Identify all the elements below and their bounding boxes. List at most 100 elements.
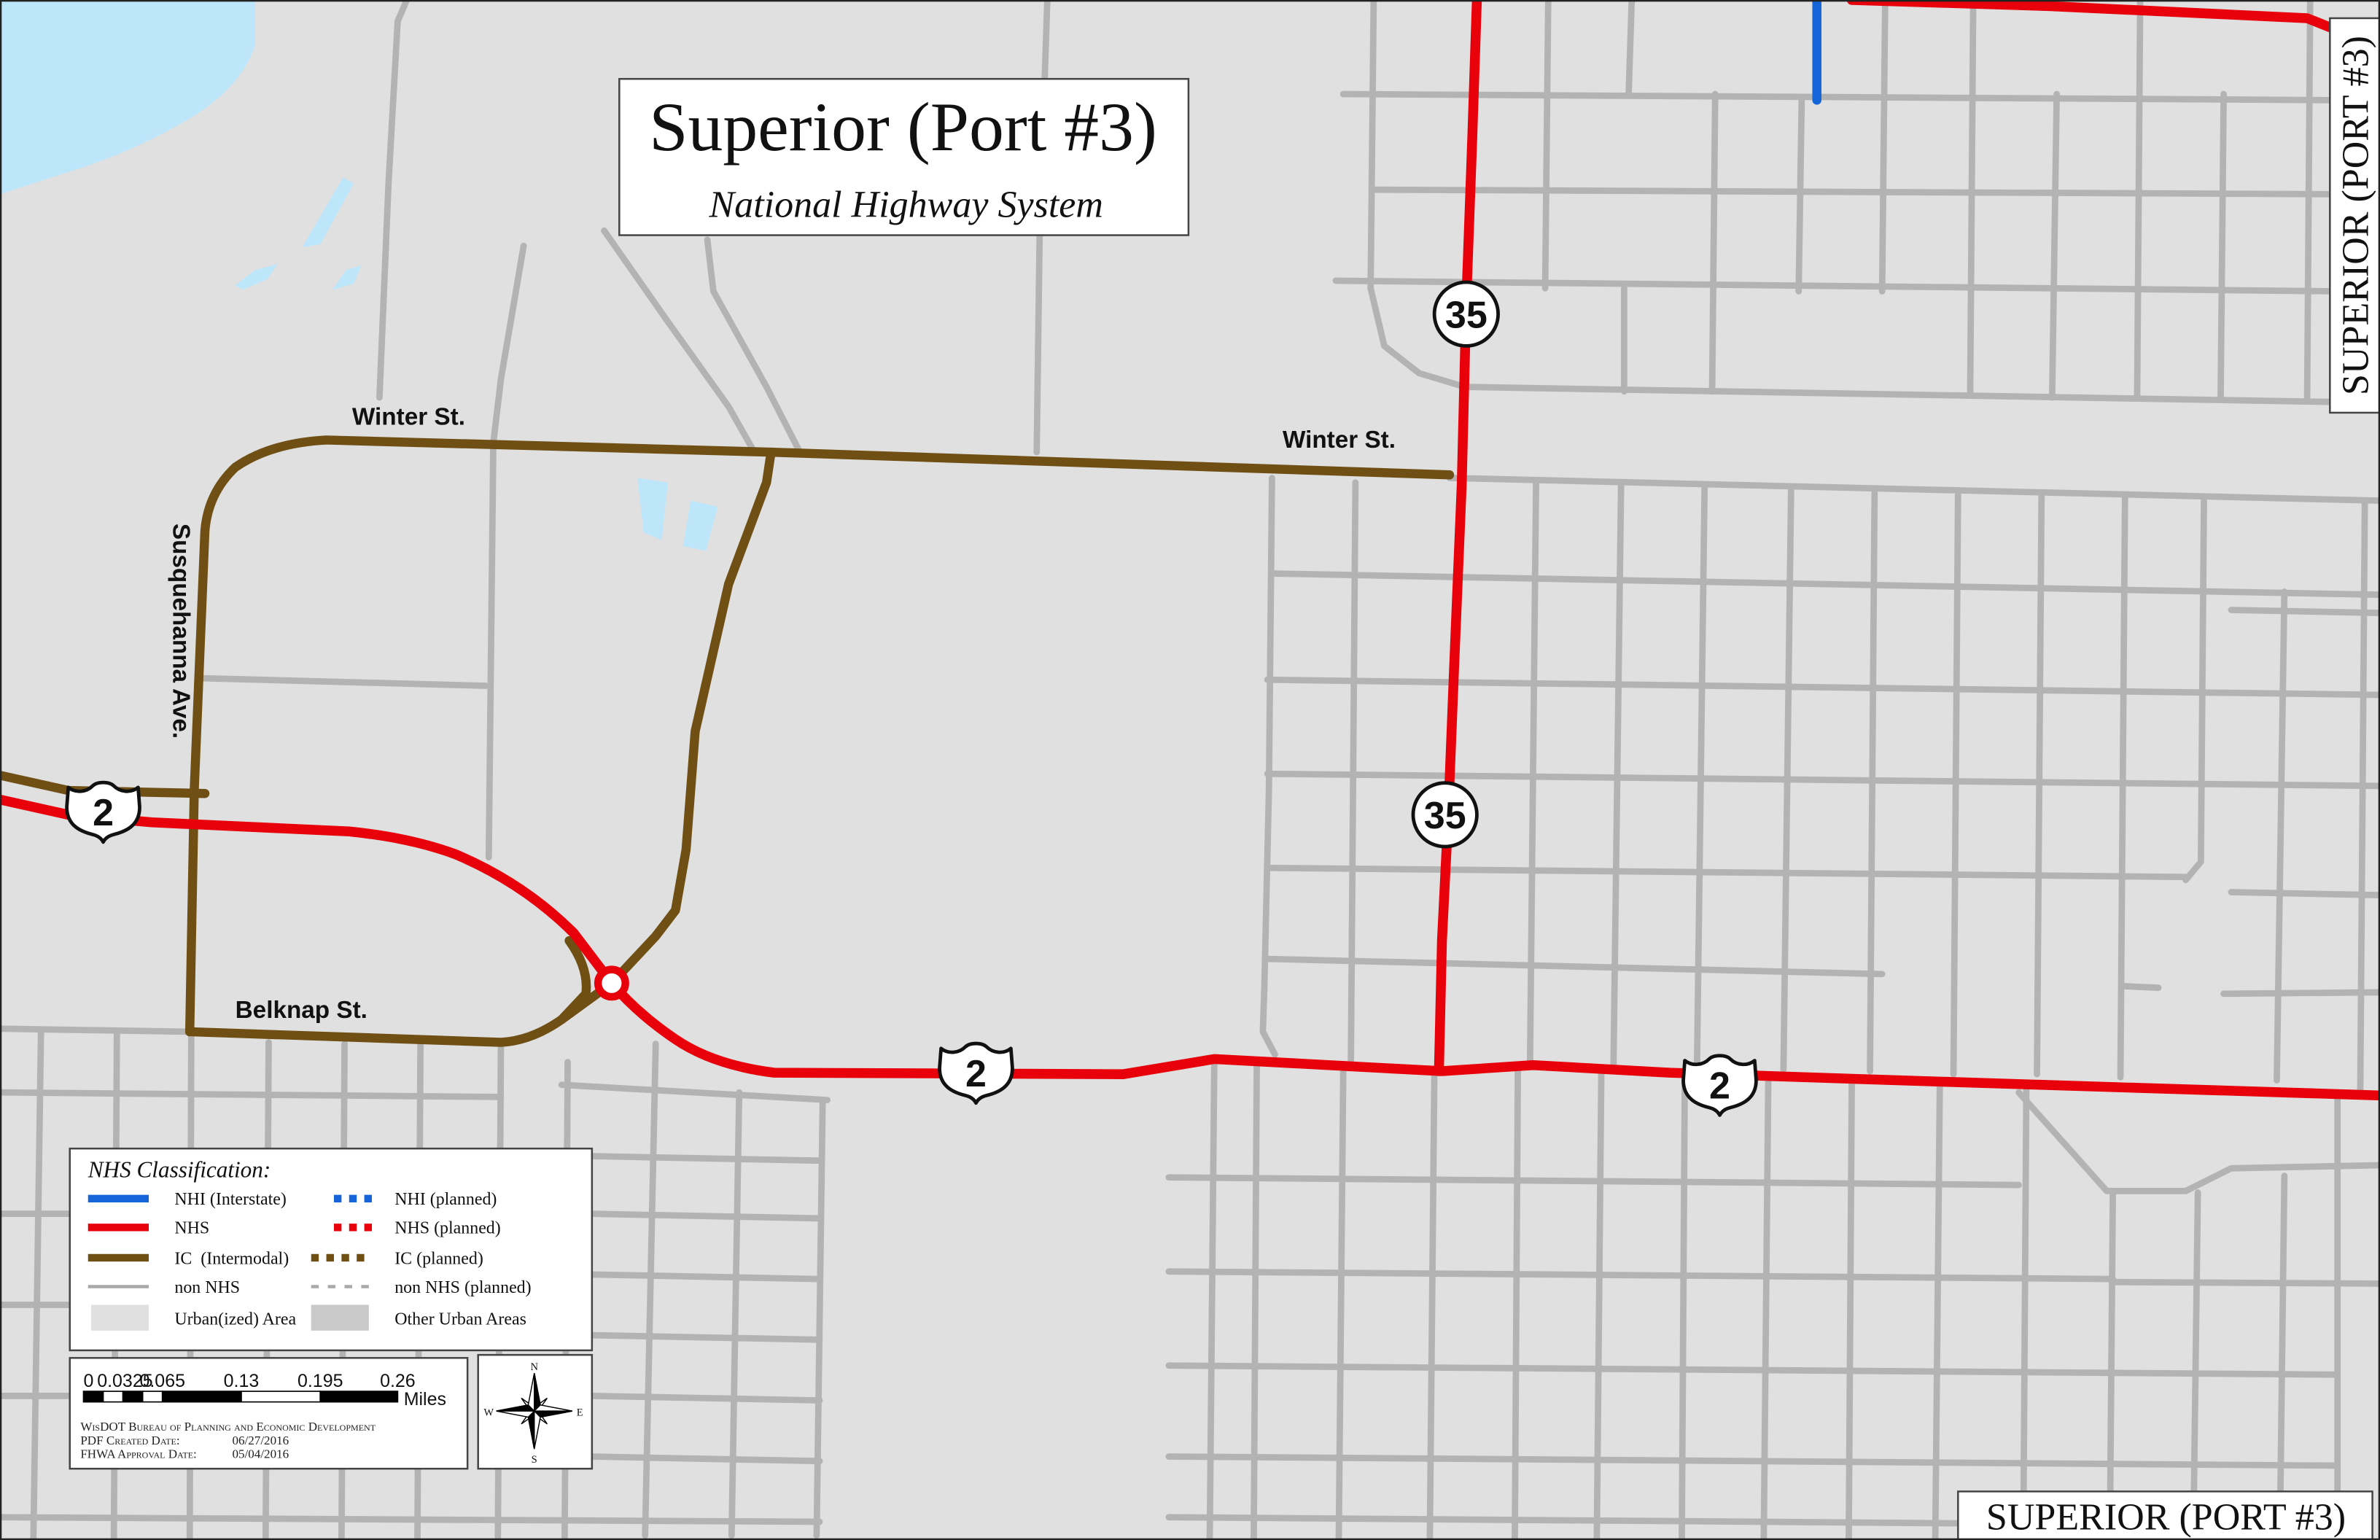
legend-title: NHS Classification: <box>88 1157 271 1183</box>
scale-segment <box>161 1391 242 1403</box>
non-nhs-road <box>642 1041 659 1539</box>
us-route-shield-icon <box>65 780 141 844</box>
legend-label: NHS <box>174 1219 209 1238</box>
nhs-road-northeast <box>1846 0 2343 36</box>
scale-label: 0.0325 <box>97 1371 152 1391</box>
non-nhs-road <box>1264 864 2189 881</box>
non-nhs-road <box>485 242 527 861</box>
north-arrow: N S E W <box>477 1353 594 1470</box>
non-nhs-road <box>588 1153 823 1164</box>
legend-label: NHI (Interstate) <box>174 1190 286 1209</box>
credit-fhwa-label: FHWA Approval Date: <box>80 1447 196 1461</box>
corner-label-text: SUPERIOR (PORT #3) <box>2335 36 2376 395</box>
non-nhs-road <box>2220 989 2380 998</box>
non-nhs-road <box>2190 1189 2201 1540</box>
non-nhs-road <box>1335 1063 1347 1540</box>
non-nhs-road <box>1967 0 1977 398</box>
non-nhs-road <box>198 674 489 689</box>
wis-35-marker-south: 35 <box>1411 781 1479 849</box>
compass-west: W <box>483 1407 494 1418</box>
title-frame <box>618 77 1190 236</box>
us-2-shield-center: 2 <box>938 1041 1014 1105</box>
non-nhs-road <box>601 227 758 456</box>
wis-35-marker-north: 35 <box>1432 280 1500 348</box>
non-nhs-road <box>588 1453 823 1465</box>
nhs-road-wis35 <box>1434 0 1482 1076</box>
ic-road-diagonal <box>607 447 776 988</box>
scale-frame <box>69 1357 469 1470</box>
credit-pdf-date: 06/27/2016 <box>232 1434 289 1447</box>
scale-bar <box>82 1391 399 1403</box>
legend-label: non NHS (planned) <box>394 1278 531 1297</box>
title-box: Superior (Port #3) National Highway Syst… <box>618 77 1190 236</box>
non-nhs-road <box>2020 1083 2030 1540</box>
non-nhs-road <box>2182 497 2207 884</box>
non-nhs-road <box>0 1025 193 1035</box>
non-nhs-road <box>1760 1073 1772 1540</box>
non-nhs-road <box>2034 493 2045 1078</box>
non-nhs-road <box>1446 475 2380 505</box>
corner-label-bottom: SUPERIOR (PORT #3) <box>1957 1490 2373 1540</box>
non-nhs-road <box>30 1028 44 1540</box>
corner-label-right: SUPERIOR (PORT #3) <box>2329 17 2380 414</box>
map-title: Superior (Port #3) <box>649 88 1157 166</box>
non-nhs-road <box>588 1271 823 1283</box>
non-nhs-road <box>2276 1172 2288 1540</box>
non-nhs-road <box>1370 186 2333 198</box>
non-nhs-road <box>1679 1070 1688 1540</box>
scale-segment <box>241 1391 322 1403</box>
pond <box>332 265 362 290</box>
legend-label: NHS (planned) <box>394 1219 501 1238</box>
compass-east: E <box>577 1407 583 1418</box>
non-nhs-road <box>1526 479 1539 1069</box>
legend-swatch-urbanized-area <box>90 1304 149 1331</box>
ic-road-winter-susquehanna <box>184 435 1455 1037</box>
non-nhs-road <box>1367 0 2341 405</box>
pond <box>235 264 278 290</box>
lake <box>0 0 255 195</box>
corner-label-frame <box>2329 17 2380 414</box>
us-route-shield-icon <box>1681 1054 1758 1117</box>
compass-north: N <box>530 1361 538 1373</box>
non-nhs-road <box>1932 1080 1943 1540</box>
non-nhs-road <box>588 1392 823 1404</box>
compass-shade <box>527 1409 535 1450</box>
compass-south: S <box>532 1454 537 1466</box>
route-number: 2 <box>1709 1065 1730 1107</box>
ic-intermodal-roads <box>0 435 1455 1047</box>
legend-label: NHI (planned) <box>394 1190 497 1209</box>
non-nhs-road <box>1512 1066 1522 1540</box>
non-nhs-road <box>1693 485 1708 1072</box>
non-nhs-road <box>2357 497 2368 1096</box>
us-route-shield-icon <box>938 1041 1014 1105</box>
non-nhs-road <box>1780 486 1794 1073</box>
non-nhs-road <box>1348 479 1359 1065</box>
pond <box>302 177 354 248</box>
scale-label: 0.065 <box>139 1371 184 1391</box>
non-nhs-road <box>1878 0 1889 295</box>
non-nhs-road <box>1165 1453 2341 1469</box>
non-nhs-road <box>1846 1077 1855 1540</box>
non-nhs-road <box>0 1514 823 1525</box>
non-nhs-road <box>2048 90 2060 401</box>
route-number: 35 <box>1445 294 1488 336</box>
non-nhs-road <box>588 1210 823 1222</box>
street-label-winter-east: Winter St. <box>1283 427 1396 454</box>
us-2-shield-east: 2 <box>1681 1054 1758 1117</box>
non-nhs-road <box>2228 607 2380 617</box>
state-route-marker-icon <box>1411 781 1479 849</box>
compass-rose-icon <box>496 1372 572 1450</box>
street-label-belknap: Belknap St. <box>236 997 368 1024</box>
scale-units: Miles <box>404 1389 446 1409</box>
non-nhs-road <box>2217 90 2227 402</box>
compass-shade <box>532 1410 572 1418</box>
non-nhs-road <box>588 1331 823 1343</box>
compass-shade <box>534 1372 541 1412</box>
pond <box>637 478 668 540</box>
non-nhs-road <box>1251 1059 1260 1540</box>
non-nhs-road <box>558 1081 831 1103</box>
non-nhs-road <box>1339 90 2333 104</box>
non-nhs-road <box>2274 588 2288 1084</box>
scale-label: 0.13 <box>224 1371 260 1391</box>
non-nhs-road <box>1332 277 2341 295</box>
